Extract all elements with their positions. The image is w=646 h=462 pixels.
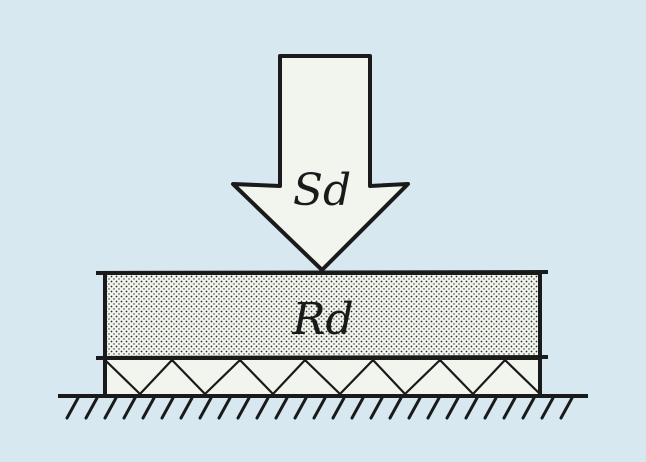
ground-hatch-mark <box>426 396 441 420</box>
ground-hatch-mark <box>559 396 574 420</box>
resistance-label: Rd <box>291 294 353 345</box>
ground-hatch-mark <box>141 396 156 420</box>
ground-hatch-mark <box>198 396 213 420</box>
ground-hatch-mark <box>65 396 80 420</box>
ground-hatch-mark <box>274 396 289 420</box>
ground-hatch-mark <box>445 396 460 420</box>
ground-hatch-mark <box>502 396 517 420</box>
load-arrow-shape <box>231 54 410 272</box>
insulation-zigzag <box>104 358 541 396</box>
ground-hatch-mark <box>179 396 194 420</box>
load-label: Sd <box>293 165 351 216</box>
load-arrow: Sd <box>231 54 410 272</box>
ground-hatch-mark <box>483 396 498 420</box>
ground-hatch-mark <box>236 396 251 420</box>
ground-hatch-mark <box>350 396 365 420</box>
insulation-layer <box>103 356 542 398</box>
ground-hatch-mark <box>464 396 479 420</box>
ground-hatch-mark <box>407 396 422 420</box>
ground-hatch-mark <box>160 396 175 420</box>
ground-hatch-mark <box>103 396 118 420</box>
slab-body <box>103 271 542 360</box>
ground-hatch-mark <box>122 396 137 420</box>
ground-hatch-mark <box>255 396 270 420</box>
ground-hatch-mark <box>331 396 346 420</box>
ground-hatch-mark <box>369 396 384 420</box>
slab-top-overhang <box>95 270 549 275</box>
resistance-slab: Rd <box>95 270 549 360</box>
ground-hatch-mark <box>293 396 308 420</box>
ground-hatching <box>65 396 574 420</box>
ground-hatch-mark <box>388 396 403 420</box>
ground-hatch-mark <box>217 396 232 420</box>
ground-hatch-mark <box>312 396 327 420</box>
ground-hatch-mark <box>521 396 536 420</box>
ground <box>58 394 588 420</box>
ground-hatch-mark <box>540 396 555 420</box>
ground-hatch-mark <box>84 396 99 420</box>
